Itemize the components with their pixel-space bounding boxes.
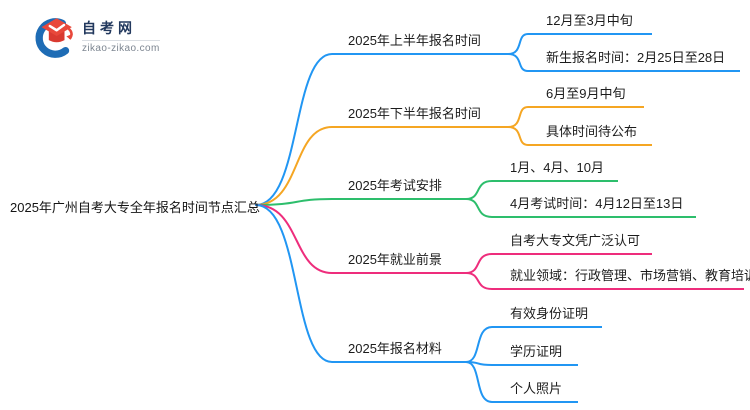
connector-curve xyxy=(255,204,333,274)
connector-curve xyxy=(465,361,493,403)
connector-curve xyxy=(507,126,529,146)
branch-node[interactable]: 2025年就业前景 xyxy=(332,250,466,274)
branch-node[interactable]: 2025年报名材料 xyxy=(332,339,466,363)
child-node[interactable]: 1月、4月、10月 xyxy=(492,158,618,182)
child-node[interactable]: 4月考试时间：4月12日至13日 xyxy=(492,194,696,218)
site-logo[interactable]: 自考网 zikao-zikao.com xyxy=(30,13,160,59)
graduation-cap-icon xyxy=(35,18,73,58)
root-topic[interactable]: 2025年广州自考大专全年报名时间节点汇总 xyxy=(10,200,260,215)
child-node[interactable]: 新生报名时间：2月25日至28日 xyxy=(528,48,740,72)
child-node[interactable]: 具体时间待公布 xyxy=(528,122,652,146)
branch-node[interactable]: 2025年考试安排 xyxy=(332,176,466,200)
connector-curve xyxy=(255,204,333,363)
child-node[interactable]: 6月至9月中旬 xyxy=(528,84,644,108)
connector-curve xyxy=(255,198,333,206)
branch-node[interactable]: 2025年上半年报名时间 xyxy=(332,31,508,55)
connector-curve xyxy=(255,126,333,206)
connector-curve xyxy=(507,106,529,128)
child-node[interactable]: 个人照片 xyxy=(492,379,578,403)
connector-curve xyxy=(507,33,529,55)
connector-curve xyxy=(465,253,493,274)
child-node[interactable]: 就业领域：行政管理、市场营销、教育培训 xyxy=(492,266,750,290)
connector-curve xyxy=(465,326,493,363)
branch-node[interactable]: 2025年下半年报名时间 xyxy=(332,104,508,128)
child-node[interactable]: 有效身份证明 xyxy=(492,304,602,328)
connector-curve xyxy=(465,272,493,290)
logo-site-domain: zikao-zikao.com xyxy=(82,40,160,54)
connector-curve xyxy=(465,198,493,218)
child-node[interactable]: 自考大专文凭广泛认可 xyxy=(492,231,652,255)
connector-curve xyxy=(255,53,333,206)
logo-site-name: 自考网 xyxy=(82,20,136,36)
child-node[interactable]: 12月至3月中旬 xyxy=(528,11,652,35)
connector-curve xyxy=(465,180,493,200)
connector-curve xyxy=(507,53,529,72)
child-node[interactable]: 学历证明 xyxy=(492,342,578,366)
